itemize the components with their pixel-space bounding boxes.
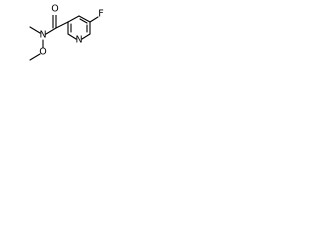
bond-ring-carbonyl xyxy=(55,21,69,29)
bond-c5-f xyxy=(89,16,99,23)
bond-n-methyl xyxy=(29,26,41,34)
bond-carbonyl-n xyxy=(45,27,57,35)
atom-labels: O N O N F xyxy=(39,4,103,58)
atom-label-methoxy-oxygen: O xyxy=(39,47,46,58)
chemical-structure-diagram: O N O N F xyxy=(29,4,104,61)
label-bg-carbonyl-o xyxy=(50,4,59,15)
pyridine-ring xyxy=(67,15,91,40)
atom-label-ring-nitrogen: N xyxy=(75,35,82,46)
ring-double-bond-c4-c5 xyxy=(79,18,88,24)
bond-o-methyl xyxy=(29,53,41,61)
ring-bond-c6-n1 xyxy=(81,33,91,40)
ring-bond-n1-c2 xyxy=(67,33,77,40)
ring-bond-c3-c4 xyxy=(67,15,80,23)
ring-bond-c4-c5 xyxy=(78,15,91,23)
atom-label-amide-nitrogen: N xyxy=(39,30,46,41)
atom-label-fluorine: F xyxy=(98,9,103,20)
structure-canvas: O N O N F xyxy=(0,0,110,73)
atom-label-carbonyl-oxygen: O xyxy=(51,4,58,15)
